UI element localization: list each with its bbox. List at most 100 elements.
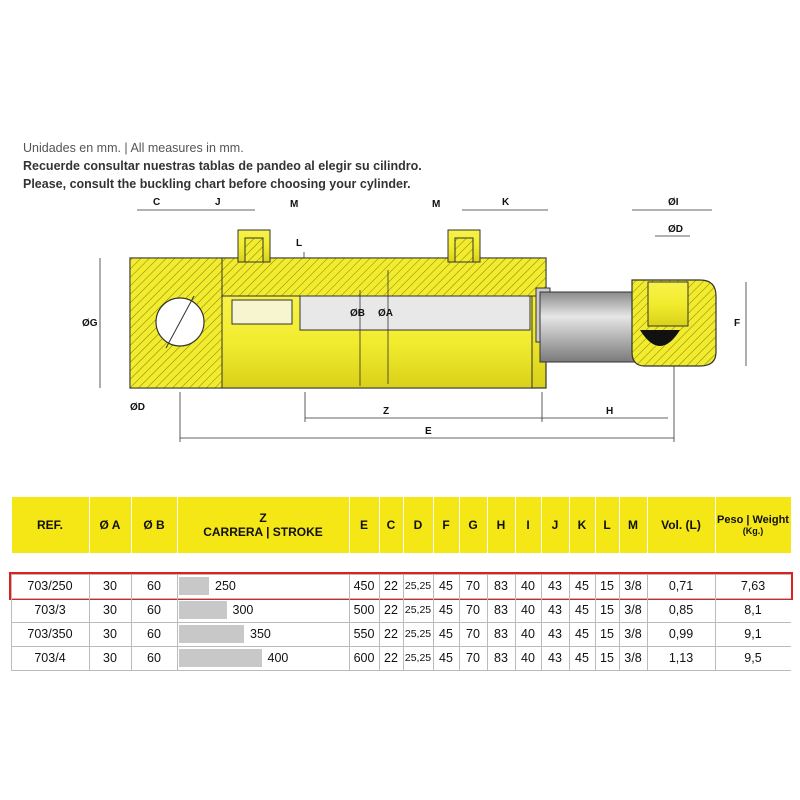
cylinder-body <box>129 257 551 389</box>
header-j: J <box>551 518 559 532</box>
grid-row-line <box>11 622 791 623</box>
cell-c: 22 <box>384 627 398 641</box>
header-weight: Peso | Weight (Kg.) <box>715 497 791 553</box>
cell-m: 3/8 <box>624 651 642 665</box>
piston-rod <box>539 291 641 363</box>
cell-i: 40 <box>521 651 535 665</box>
cell-a: 30 <box>103 651 117 665</box>
cell-b: 60 <box>147 579 161 593</box>
header-vol: Vol. (L) <box>661 518 701 532</box>
cell-l: 15 <box>600 627 614 641</box>
header-g: G <box>468 518 478 532</box>
grid-col-line <box>715 574 716 670</box>
header-ref: REF. <box>36 518 63 532</box>
cell-g: 70 <box>466 651 480 665</box>
dim-OA: ØA <box>378 308 393 319</box>
stroke-bar <box>179 625 244 643</box>
header-weight-unit: (Kg.) <box>742 526 764 536</box>
cell-k: 45 <box>575 651 589 665</box>
header-e: E <box>359 518 368 532</box>
cell-stroke: 300 <box>232 603 254 617</box>
notes: Unidades en mm. | All measures in mm. Re… <box>23 139 422 193</box>
grid-col-line <box>541 574 542 670</box>
stroke-bar <box>179 649 262 667</box>
cell-j: 43 <box>548 627 562 641</box>
header-m: M <box>628 518 638 532</box>
header-separator <box>569 497 570 553</box>
header-b: Ø B <box>143 518 165 532</box>
stroke-bar <box>179 601 227 619</box>
cell-f: 45 <box>439 579 453 593</box>
header-separator <box>11 497 12 553</box>
dim-H: H <box>606 406 613 417</box>
header-separator <box>89 497 90 553</box>
dim-K: K <box>502 197 510 208</box>
cell-l: 15 <box>600 579 614 593</box>
grid-col-line <box>515 574 516 670</box>
grid-row-line <box>11 574 791 575</box>
dim-OD-left: ØD <box>130 402 145 413</box>
cell-stroke: 250 <box>215 579 236 593</box>
grid-col-line <box>131 574 132 670</box>
grid-row-line <box>11 646 791 647</box>
grid-row-line <box>11 598 791 599</box>
grid-col-line <box>89 574 90 670</box>
grid-col-line <box>459 574 460 670</box>
header-z: Z CARRERA | STROKE <box>177 497 349 553</box>
port-right <box>447 229 481 263</box>
cylinder-drawing: C J M M K L ØI ØD ØG ØD ØB ØA F Z H E <box>82 197 747 442</box>
dim-L: L <box>296 238 302 249</box>
cell-m: 3/8 <box>624 579 642 593</box>
cell-e: 500 <box>353 603 375 617</box>
cell-i: 40 <box>521 603 535 617</box>
cell-ref: 703/250 <box>27 579 73 593</box>
dim-F: F <box>734 318 740 329</box>
header-separator <box>349 497 350 553</box>
cell-stroke: 400 <box>267 651 289 665</box>
cell-c: 22 <box>384 651 398 665</box>
header-i: I <box>526 518 530 532</box>
buckling-note-en: Please, consult the buckling chart befor… <box>23 177 411 191</box>
cell-d: 25,25 <box>404 628 432 640</box>
header-c: C <box>386 518 396 532</box>
cell-m: 3/8 <box>624 627 642 641</box>
cell-j: 43 <box>548 579 562 593</box>
cell-c: 22 <box>384 579 398 593</box>
cell-vol: 0,99 <box>668 627 694 641</box>
dim-Z: Z <box>383 406 389 417</box>
cell-weight: 8,1 <box>744 603 762 617</box>
dim-M-left: M <box>290 199 298 210</box>
cell-e: 550 <box>353 627 375 641</box>
cell-k: 45 <box>575 579 589 593</box>
cell-c: 22 <box>384 603 398 617</box>
cell-j: 43 <box>548 651 562 665</box>
header-separator <box>647 497 648 553</box>
header-l: L <box>603 518 611 532</box>
highlight-box <box>9 572 793 600</box>
cell-e: 600 <box>353 651 375 665</box>
cell-ref: 703/4 <box>34 651 66 665</box>
grid-col-line <box>349 574 350 670</box>
dim-C: C <box>153 197 160 208</box>
cell-weight: 9,1 <box>744 627 762 641</box>
cell-g: 70 <box>466 627 480 641</box>
grid-col-line <box>433 574 434 670</box>
header-separator <box>131 497 132 553</box>
cell-vol: 0,85 <box>668 603 694 617</box>
port-left <box>237 229 271 263</box>
grid-col-line <box>379 574 380 670</box>
cell-b: 60 <box>147 603 161 617</box>
grid-col-line <box>177 574 178 670</box>
header-separator <box>433 497 434 553</box>
stroke-bar <box>179 577 209 595</box>
cell-g: 70 <box>466 603 480 617</box>
cell-vol: 1,13 <box>668 651 694 665</box>
header-separator <box>459 497 460 553</box>
header-separator <box>541 497 542 553</box>
grid-col-line <box>569 574 570 670</box>
cell-g: 70 <box>466 579 480 593</box>
cell-h: 83 <box>494 627 508 641</box>
header-weight-label: Peso | Weight <box>717 514 789 526</box>
cell-a: 30 <box>103 603 117 617</box>
